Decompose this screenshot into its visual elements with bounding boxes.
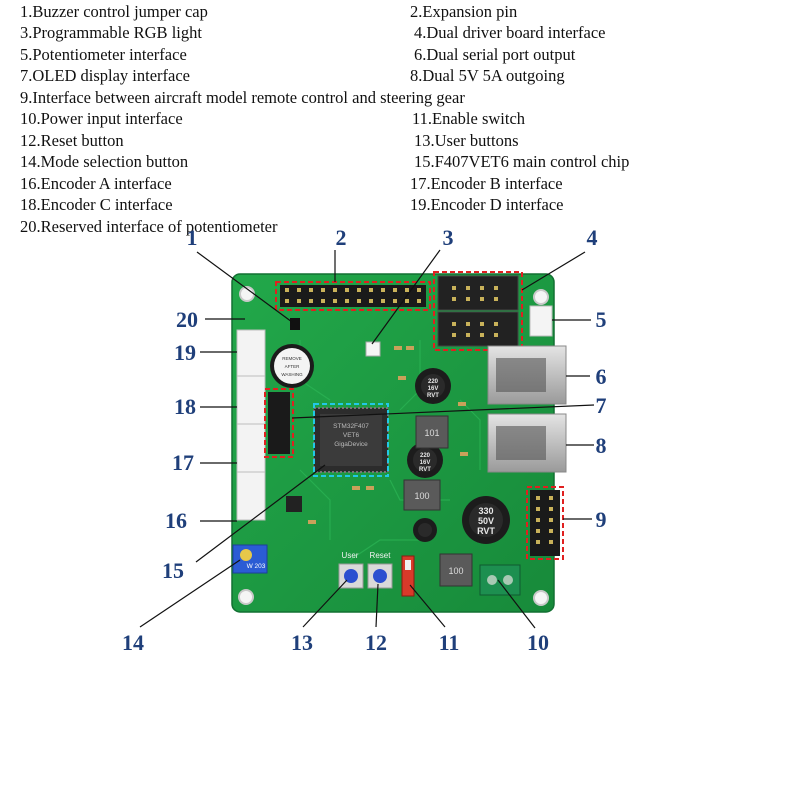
svg-text:16V: 16V xyxy=(420,460,431,466)
potentiometer: W 203 xyxy=(232,544,268,574)
oled-header xyxy=(264,388,294,458)
inductor-2: 100 xyxy=(403,479,441,511)
legend-item-9: 9.Interface between aircraft model remot… xyxy=(20,88,465,107)
callout-4: 4 xyxy=(587,225,598,250)
callout-3: 3 xyxy=(443,225,454,250)
callout-13: 13 xyxy=(291,630,313,655)
svg-text:220: 220 xyxy=(428,379,439,385)
smd-components xyxy=(308,346,468,524)
driver-board-connectors xyxy=(433,271,523,351)
legend-item-13: 13.User buttons xyxy=(414,131,519,150)
legend-item-14: 14.Mode selection button xyxy=(20,152,189,171)
user-button-label: User xyxy=(342,551,359,560)
callout-5: 5 xyxy=(596,307,607,332)
capacitor-2: 220 16V RVT xyxy=(407,442,443,478)
callout-8: 8 xyxy=(596,433,607,458)
legend-item-16: 16.Encoder A interface xyxy=(20,174,172,193)
power-input-terminal xyxy=(479,564,521,596)
rgb-led xyxy=(365,341,381,357)
inductor-1: 101 xyxy=(415,415,449,449)
svg-text:REMOVE: REMOVE xyxy=(282,356,302,361)
enable-switch xyxy=(401,555,415,597)
callout-14: 14 xyxy=(122,630,144,655)
svg-text:RVT: RVT xyxy=(427,393,439,399)
svg-text:100: 100 xyxy=(414,491,429,501)
potentiometer-connector xyxy=(529,305,553,337)
callout-12: 12 xyxy=(365,630,387,655)
svg-text:RVT: RVT xyxy=(419,467,431,473)
pcb-traces xyxy=(299,340,481,561)
svg-text:16V: 16V xyxy=(428,386,439,392)
user-button xyxy=(338,563,364,589)
svg-text:50V: 50V xyxy=(478,516,494,526)
callout-1: 1 xyxy=(187,225,198,250)
svg-text:RVT: RVT xyxy=(477,526,495,536)
legend-item-15: 15.F407VET6 main control chip xyxy=(414,152,630,171)
callout-11: 11 xyxy=(439,630,460,655)
legend-item-17: 17.Encoder B interface xyxy=(410,174,563,193)
callout-18: 18 xyxy=(174,394,196,419)
legend-item-7: 7.OLED display interface xyxy=(20,66,190,85)
legend-item-3: 3.Programmable RGB light xyxy=(20,23,202,42)
callout-15: 15 xyxy=(162,558,184,583)
callout-20: 20 xyxy=(176,307,198,332)
callout-2: 2 xyxy=(336,225,347,250)
svg-text:WASHING: WASHING xyxy=(281,372,303,377)
main-control-chip: STM32F407 VET6 GigaDevice xyxy=(313,403,389,477)
encoder-connectors xyxy=(236,329,266,521)
legend-item-6: 6.Dual serial port output xyxy=(414,45,576,64)
rc-servo-header xyxy=(526,486,564,560)
ic-small xyxy=(286,496,302,512)
buzzer: REMOVE AFTER WASHING xyxy=(270,344,314,388)
expansion-pin-header xyxy=(275,281,431,311)
legend-item-11: 11.Enable switch xyxy=(412,109,526,128)
legend-item-8: 8.Dual 5V 5A outgoing xyxy=(410,66,565,85)
callout-numbers: 1 2 3 4 5 6 7 8 9 10 11 12 13 14 15 16 1… xyxy=(122,225,607,655)
buzzer-jumper xyxy=(290,318,300,330)
leader-lines xyxy=(139,249,595,629)
svg-text:101: 101 xyxy=(424,428,439,438)
svg-text:330: 330 xyxy=(478,506,493,516)
callout-17: 17 xyxy=(172,450,194,475)
mounting-holes xyxy=(238,286,549,606)
reset-button xyxy=(367,563,393,589)
svg-text:100: 100 xyxy=(448,566,463,576)
legend-item-19: 19.Encoder D interface xyxy=(410,195,564,214)
legend-item-12: 12.Reset button xyxy=(20,131,124,150)
serial-port-jacks xyxy=(487,345,567,473)
callout-6: 6 xyxy=(596,364,607,389)
legend-item-1: 1.Buzzer control jumper cap xyxy=(20,2,208,21)
potentiometer-label: W 203 xyxy=(247,563,266,570)
callout-19: 19 xyxy=(174,340,196,365)
inductor-3: 100 xyxy=(439,553,473,587)
capacitor-4 xyxy=(413,518,437,542)
capacitor-3: 330 50V RVT xyxy=(462,496,510,544)
callout-16: 16 xyxy=(165,508,187,533)
capacitor-1: 220 16V RVT xyxy=(415,368,451,404)
svg-text:AFTER: AFTER xyxy=(285,364,301,369)
svg-text:220: 220 xyxy=(420,453,431,459)
legend-item-5: 5.Potentiometer interface xyxy=(20,45,187,64)
legend-item-2: 2.Expansion pin xyxy=(410,2,518,21)
legend-item-10: 10.Power input interface xyxy=(20,109,183,128)
chip-marking-3: GigaDevice xyxy=(334,441,368,448)
legend-item-20: 20.Reserved interface of potentiometer xyxy=(20,217,278,236)
legend-item-18: 18.Encoder C interface xyxy=(20,195,173,214)
legend-item-4: 4.Dual driver board interface xyxy=(414,23,606,42)
callout-9: 9 xyxy=(596,507,607,532)
callout-10: 10 xyxy=(527,630,549,655)
reset-button-label: Reset xyxy=(370,551,392,560)
callout-7: 7 xyxy=(596,393,607,418)
chip-marking-1: STM32F407 xyxy=(333,423,369,430)
chip-marking-2: VET6 xyxy=(343,432,360,439)
